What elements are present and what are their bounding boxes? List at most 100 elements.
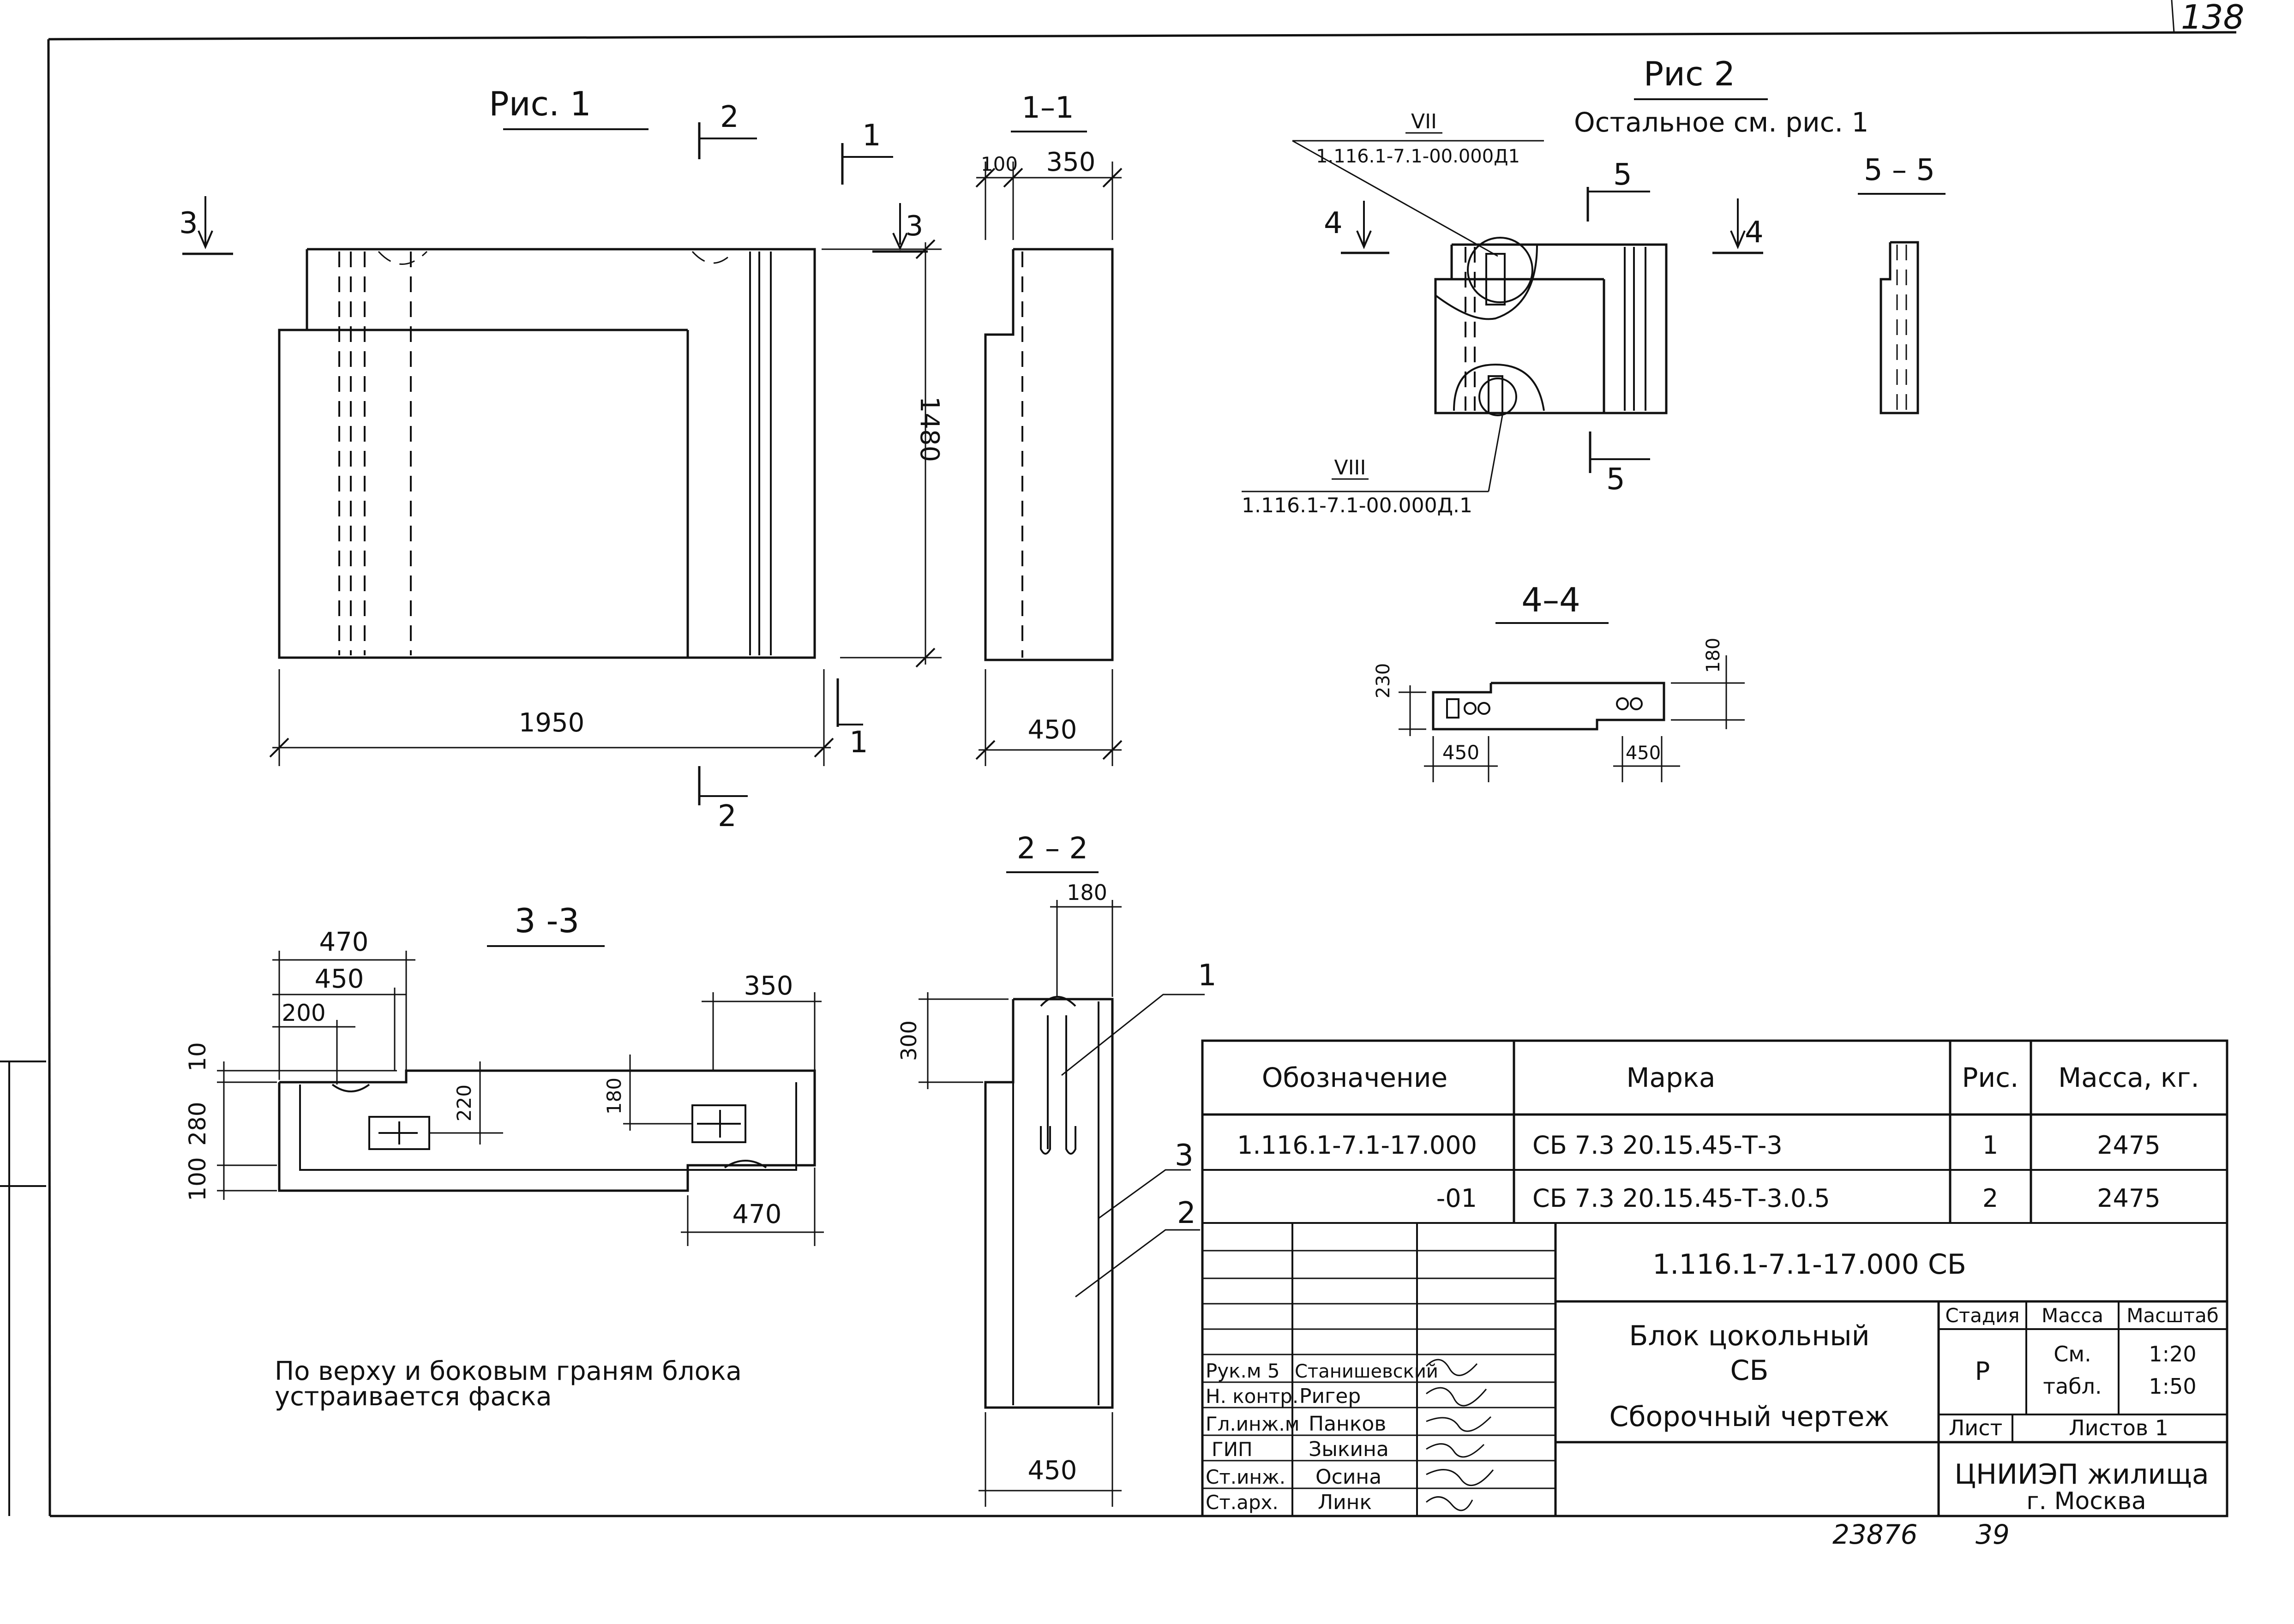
sec33-dim-470-top: 470 — [319, 927, 369, 957]
sec44-dim-450-left: 450 — [1442, 741, 1479, 764]
sig-name-6: Линк — [1318, 1491, 1372, 1514]
callout-top-ref: 1.116.1-7.1-00.000Д1 — [1316, 146, 1520, 167]
sec33-dim-100: 100 — [184, 1157, 211, 1201]
note-line2: устраивается фаска — [275, 1382, 552, 1412]
section-3-3: 3 -3 470 450 200 350 10 280 100 — [184, 901, 824, 1246]
sec33-dim-280: 280 — [184, 1102, 211, 1145]
fig1-section-marks: 2 1 3 3 1 2 — [179, 100, 928, 833]
sec44-dim-180: 180 — [1703, 638, 1724, 673]
mark-2-bottom: 2 — [718, 799, 737, 833]
stage-value: Р — [1975, 1357, 1990, 1386]
title-name-line1: Блок цокольный — [1629, 1320, 1869, 1352]
sec11-dim-350: 350 — [1046, 147, 1096, 177]
fig1-block-outline — [278, 248, 816, 659]
sheet-frame: 138 — [0, 0, 2244, 1517]
callout-bottom-num: VIII — [1334, 456, 1366, 479]
sec44-dim-230: 230 — [1373, 663, 1394, 698]
sig-name-4: Зыкина — [1309, 1438, 1389, 1461]
section-2-2: 2 – 2 180 300 450 1 3 2 — [896, 832, 1217, 1507]
doc-code: 1.116.1-7.1-17.000 СБ — [1652, 1248, 1966, 1281]
sheets-label: Листов 1 — [2069, 1415, 2168, 1440]
sheet-label: Лист — [1949, 1415, 2003, 1440]
section-5-5: 5 – 5 — [1858, 153, 1946, 414]
sec33-dim-350: 350 — [744, 971, 793, 1001]
mark-4-left: 4 — [1324, 206, 1343, 240]
org-line1: ЦНИИЭП жилища — [1954, 1458, 2209, 1491]
fig1-title: Рис. 1 — [489, 84, 591, 123]
sig-name-3: Панков — [1309, 1412, 1386, 1436]
callout-top-num: VII — [1411, 110, 1437, 133]
org-line2: г. Москва — [2026, 1487, 2146, 1515]
mass-value-line1: См. — [2054, 1342, 2091, 1366]
spec-header-mark: Марка — [1627, 1062, 1716, 1093]
mark-5-top: 5 — [1613, 158, 1632, 192]
mark-2-top: 2 — [720, 100, 739, 134]
sec33-title: 3 -3 — [515, 901, 579, 940]
spec-row1-designation: 1.116.1-7.1-17.000 — [1237, 1131, 1477, 1160]
sig-name-1: Станишевский — [1295, 1361, 1438, 1382]
mark-3-left: 3 — [179, 206, 198, 240]
fig1-dim-width: 1950 — [519, 708, 585, 738]
fig1-view: Рис. 1 2 1 3 3 1 2 — [179, 84, 944, 833]
sec22-title: 2 – 2 — [1017, 832, 1088, 866]
scale-value-2: 1:50 — [2149, 1374, 2196, 1399]
mark-1-top: 1 — [862, 119, 881, 153]
sig-role-6: Ст.арх. — [1206, 1491, 1279, 1514]
sig-role-3: Гл.инж.м — [1206, 1413, 1299, 1435]
sec22-dim-180: 180 — [1067, 880, 1107, 905]
sec22-dim-300: 300 — [896, 1020, 921, 1061]
mark-4-right: 4 — [1745, 216, 1764, 250]
sec33-dim-470-bottom: 470 — [733, 1199, 782, 1229]
sec44-dim-450-right: 450 — [1626, 743, 1661, 764]
sec33-dim-200: 200 — [282, 1000, 325, 1026]
sec33-dim-450: 450 — [315, 964, 364, 994]
note-line1: По верху и боковым граням блока — [275, 1356, 742, 1386]
leader-2: 2 — [1177, 1196, 1196, 1230]
mass-value-line2: табл. — [2043, 1374, 2102, 1399]
general-note: По верху и боковым граням блока устраива… — [275, 1356, 742, 1412]
spec-row2-mark: СБ 7.3 20.15.45-Т-3.0.5 — [1532, 1184, 1830, 1213]
fig2-note: Остальное см. рис. 1 — [1574, 107, 1868, 138]
archive-number: 23876 — [1832, 1519, 1918, 1550]
spec-row1-fig: 1 — [1982, 1131, 1998, 1160]
callout-bottom-ref: 1.116.1-7.1-00.000Д.1 — [1242, 494, 1472, 517]
sec33-dim-220: 220 — [453, 1085, 475, 1121]
sec22-dim-450: 450 — [1028, 1456, 1077, 1486]
sig-role-4: ГИП — [1212, 1438, 1253, 1461]
stage-header: Стадия — [1945, 1304, 2019, 1327]
mark-3-right: 3 — [906, 210, 923, 242]
sec33-dim-10: 10 — [184, 1042, 211, 1072]
spec-header-mass: Масса, кг. — [2058, 1062, 2199, 1093]
signature-scribbles — [1425, 1359, 1494, 1511]
spec-row2-fig: 2 — [1982, 1184, 1998, 1213]
sec33-dim-180: 180 — [603, 1078, 625, 1115]
section-1-1: 1–1 100 350 450 — [975, 91, 1123, 766]
scale-value-1: 1:20 — [2149, 1342, 2196, 1366]
spec-header-designation: Обозначение — [1262, 1062, 1447, 1093]
sig-role-2: Н. контр. — [1206, 1385, 1298, 1408]
sec11-dim-100: 100 — [981, 153, 1018, 175]
sec11-title: 1–1 — [1021, 91, 1074, 125]
spec-row1-mark: СБ 7.3 20.15.45-Т-3 — [1532, 1131, 1783, 1160]
next-sheet-number: 39 — [1976, 1519, 2010, 1550]
sig-name-2: Ригер — [1299, 1384, 1361, 1408]
sec11-dim-450: 450 — [1028, 715, 1077, 745]
spec-header-fig: Рис. — [1962, 1062, 2019, 1093]
sig-role-5: Ст.инж. — [1206, 1466, 1285, 1488]
mass-header: Масса — [2042, 1304, 2103, 1327]
sec55-title: 5 – 5 — [1864, 153, 1935, 187]
scale-header: Масштаб — [2126, 1304, 2219, 1327]
title-name-line3: Сборочный чертеж — [1609, 1401, 1890, 1433]
fig2-title: Рис 2 — [1644, 54, 1736, 93]
leader-3: 3 — [1175, 1139, 1194, 1173]
sig-name-5: Осина — [1315, 1465, 1381, 1489]
spec-table: Обозначение Марка Рис. Масса, кг. 1.116.… — [1201, 1039, 2228, 1517]
title-block: Рук.м 5 Станишевский Н. контр. Ригер Гл.… — [1202, 1223, 2227, 1516]
spec-row2-mass: 2475 — [2097, 1184, 2160, 1213]
sheet-number: 138 — [2181, 0, 2244, 36]
fig1-dim-height: 1480 — [914, 396, 944, 462]
title-name-line2: СБ — [1730, 1354, 1768, 1387]
spec-row2-designation: -01 — [1436, 1184, 1477, 1213]
mark-1-bottom: 1 — [849, 725, 868, 760]
